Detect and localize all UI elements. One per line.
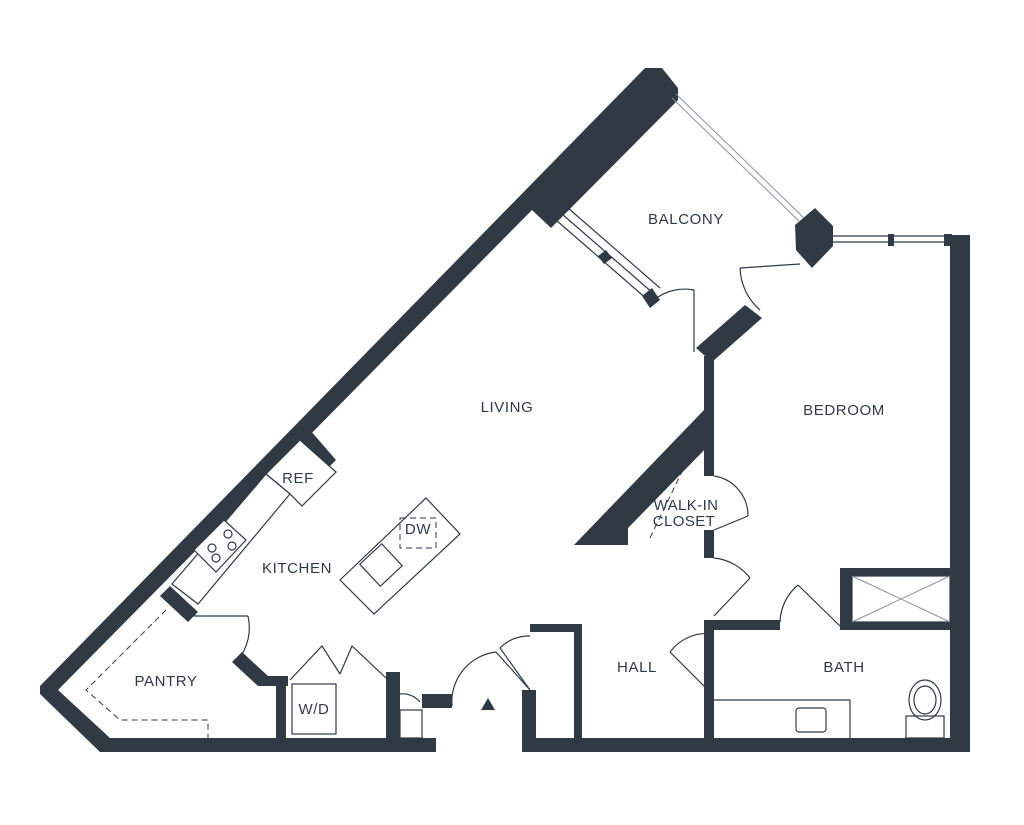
hall-label: HALL: [617, 659, 657, 676]
dw-label: DW: [405, 521, 431, 538]
kitchen-island: [339, 497, 461, 615]
stove-icon: [193, 519, 247, 573]
room-labels: BALCONY LIVING BEDROOM REF DW KITCHEN WA…: [134, 211, 884, 718]
kitchen-walls: [85, 430, 387, 752]
walk-in-closet-label-line2: CLOSET: [653, 513, 715, 530]
bath-fixtures: [714, 575, 951, 739]
shower-icon: [851, 575, 951, 623]
bedroom-label: BEDROOM: [803, 402, 885, 419]
bath-label: BATH: [823, 659, 864, 676]
entry-arrow-icon: [481, 698, 495, 710]
walk-in-closet-label-line1: WALK-IN: [654, 497, 719, 514]
pantry-label: PANTRY: [134, 673, 197, 690]
toilet-icon: [905, 679, 945, 739]
ref-label: REF: [282, 470, 314, 487]
wd-label: W/D: [299, 701, 330, 718]
living-balcony-window: [540, 190, 695, 352]
living-label: LIVING: [481, 399, 534, 416]
kitchen-label: KITCHEN: [262, 560, 332, 577]
balcony-label: BALCONY: [648, 211, 724, 228]
balcony-railing: [671, 93, 952, 246]
sink-icon: [358, 542, 404, 588]
interior-walls: [386, 263, 960, 752]
sink-icon: [795, 707, 827, 733]
kitchen-counters: [171, 439, 337, 605]
